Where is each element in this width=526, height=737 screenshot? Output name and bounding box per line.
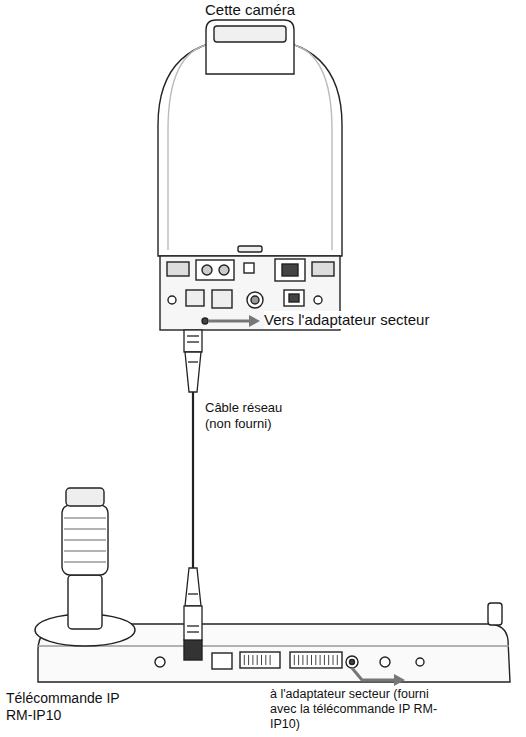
rj45-plug xyxy=(187,341,199,342)
rj45-plug xyxy=(187,335,199,336)
remote-controller-drawing xyxy=(64,518,106,519)
remote-controller-drawing xyxy=(38,645,509,646)
remote-controller-drawing xyxy=(416,658,424,666)
rj45-plug xyxy=(187,631,199,632)
rj45-plug xyxy=(185,352,201,392)
camera-drawing xyxy=(214,26,286,42)
remote-controller-drawing xyxy=(252,655,253,665)
power-note: Vers l'adaptateur secteur xyxy=(264,311,464,329)
camera-drawing xyxy=(314,296,322,304)
camera-drawing xyxy=(282,264,298,276)
rj45-plug xyxy=(184,330,202,352)
remote-controller-drawing xyxy=(155,657,165,667)
camera-drawing xyxy=(206,20,294,74)
camera-drawing xyxy=(219,265,229,275)
remote-controller-drawing xyxy=(307,655,308,665)
power-arrow xyxy=(209,320,250,323)
camera-unit: Cette caméra xyxy=(150,1,354,330)
power-arrow xyxy=(394,674,405,686)
camera-drawing xyxy=(312,262,334,276)
camera-drawing xyxy=(196,260,234,280)
rj45-plug xyxy=(185,568,201,606)
power-arrow xyxy=(352,668,405,686)
camera-drawing xyxy=(244,263,254,273)
remote-controller-drawing xyxy=(244,655,245,665)
remote-controller-drawing xyxy=(64,540,106,541)
remote-controller-drawing xyxy=(315,655,316,665)
remote-controller-drawing xyxy=(337,655,338,665)
rj45-plug xyxy=(188,593,198,594)
remote-controller-drawing xyxy=(244,655,337,665)
remote-controller-drawing xyxy=(488,603,502,625)
remote-controller-drawing xyxy=(257,655,258,665)
power-arrow xyxy=(249,315,260,327)
camera-drawing xyxy=(251,296,259,304)
camera-drawing xyxy=(158,20,342,330)
rj45-plug xyxy=(184,568,202,640)
camera-drawing xyxy=(290,44,332,250)
camera-drawing xyxy=(186,290,204,306)
remote-controller-drawing xyxy=(64,562,106,563)
remote-controller-drawing xyxy=(64,529,106,530)
remote-controller-drawing xyxy=(350,660,355,665)
camera-drawing xyxy=(202,318,208,324)
remote-controller-drawing xyxy=(320,655,321,665)
remote-controller-drawing xyxy=(302,655,303,665)
remote-controller-drawing xyxy=(35,488,510,682)
remote-controller-drawing xyxy=(311,655,312,665)
camera-drawing xyxy=(247,292,263,308)
camera-drawing xyxy=(212,290,232,308)
cable-label: Câble réseau (non fourni) xyxy=(205,400,297,431)
power-arrow xyxy=(209,315,260,327)
rj45-plug xyxy=(184,606,202,640)
camera-drawing xyxy=(289,294,299,302)
remote-controller-drawing xyxy=(240,652,280,668)
remote-controller-drawing xyxy=(294,655,295,665)
camera-drawing xyxy=(238,246,262,252)
remote-controller-drawing xyxy=(328,655,329,665)
node-label: Télécommande IP RM-IP10 xyxy=(6,690,124,724)
remote-controller-drawing xyxy=(66,488,104,506)
camera-drawing xyxy=(202,265,212,275)
camera-drawing xyxy=(168,296,176,304)
remote-controller-drawing xyxy=(333,655,334,665)
camera-drawing xyxy=(275,259,305,281)
remote-controller-drawing xyxy=(64,551,106,552)
camera-drawing xyxy=(168,44,210,250)
remote-controller-drawing xyxy=(212,653,232,669)
node-label: Cette caméra xyxy=(150,1,350,19)
remote-controller-drawing xyxy=(380,657,390,667)
remote-controller-drawing xyxy=(298,655,299,665)
rj45-plug xyxy=(187,625,199,626)
remote-controller-drawing xyxy=(64,518,106,562)
remote-controller-drawing xyxy=(62,505,108,575)
power-arrow xyxy=(352,668,395,680)
remote-controller-drawing xyxy=(290,652,342,668)
remote-controller-drawing xyxy=(265,655,266,665)
rj45-plug xyxy=(188,361,198,362)
remote-controller-drawing xyxy=(270,655,271,665)
remote-controller-drawing xyxy=(184,640,202,660)
remote-controller-drawing xyxy=(346,656,358,668)
camera-drawing xyxy=(167,262,189,276)
remote-controller-drawing xyxy=(261,655,262,665)
remote-controller-drawing xyxy=(68,575,102,629)
rj45-plug xyxy=(184,330,202,392)
remote-controller-drawing xyxy=(324,655,325,665)
camera-drawing xyxy=(284,290,304,306)
remote-controller-drawing xyxy=(248,655,249,665)
power-note: à l'adaptateur secteur (fourni avec la t… xyxy=(270,687,448,732)
